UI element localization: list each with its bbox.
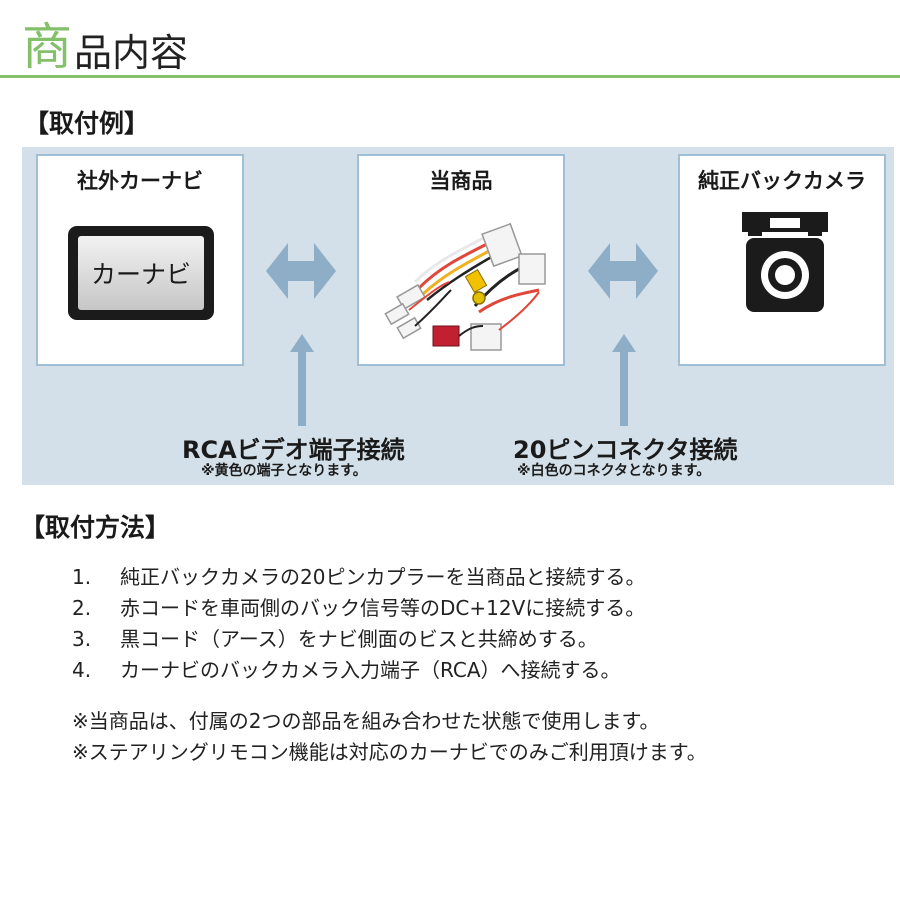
step-text: カーナビのバックカメラ入力端子（RCA）へ接続する。	[120, 658, 621, 682]
installation-example-heading: 【取付例】	[24, 109, 150, 138]
rca-connection-note: ※黄色の端子となります。	[201, 463, 367, 479]
steering-remote-note: ※ステアリングリモコン機能は対応のカーナビでのみご利用頂けます。	[72, 740, 707, 764]
title-divider	[0, 75, 900, 78]
car-navi-icon: カーナビ	[68, 226, 214, 320]
list-item: 4. カーナビのバックカメラ入力端子（RCA）へ接続する。	[72, 655, 645, 686]
page-title-rest: 品内容	[74, 31, 189, 75]
usage-note: ※当商品は、付属の2つの部品を組み合わせた状態で使用します。	[72, 709, 660, 733]
up-arrow-icon	[290, 334, 314, 426]
page-title: 商 品内容	[22, 16, 188, 72]
step-number: 4.	[72, 658, 92, 682]
rca-connection-label: RCAビデオ端子接続	[182, 436, 405, 464]
step-number: 3.	[72, 627, 92, 651]
list-item: 2. 赤コードを車両側のバック信号等のDC+12Vに接続する。	[72, 593, 645, 624]
installation-steps-list: 1. 純正バックカメラの20ピンカプラーを当商品と接続する。 2. 赤コードを車…	[72, 562, 645, 686]
navi-screen-text: カーナビ	[78, 236, 204, 310]
product-box: 当商品	[357, 154, 565, 366]
aftermarket-navi-box: 社外カーナビ カーナビ	[36, 154, 244, 366]
navi-box-label: 社外カーナビ	[77, 169, 203, 193]
genuine-back-camera-box: 純正バックカメラ	[678, 154, 886, 366]
step-text: 赤コードを車両側のバック信号等のDC+12Vに接続する。	[120, 596, 646, 620]
list-item: 1. 純正バックカメラの20ピンカプラーを当商品と接続する。	[72, 562, 645, 593]
back-camera-icon	[742, 212, 828, 312]
wire-harness-image	[384, 222, 546, 351]
list-item: 3. 黒コード（アース）をナビ側面のビスと共締めする。	[72, 624, 645, 655]
product-box-label: 当商品	[429, 169, 493, 193]
bidirectional-arrow-icon	[266, 243, 336, 299]
camera-box-label: 純正バックカメラ	[698, 169, 866, 193]
page-title-first-char: 商	[22, 18, 72, 76]
step-text: 純正バックカメラの20ピンカプラーを当商品と接続する。	[120, 565, 646, 589]
notes-block: ※当商品は、付属の2つの部品を組み合わせた状態で使用します。 ※ステアリングリモ…	[72, 706, 707, 768]
step-number: 2.	[72, 596, 92, 620]
step-number: 1.	[72, 565, 92, 589]
installation-method-heading: 【取付方法】	[20, 513, 171, 542]
pin-connection-label: 20ピンコネクタ接続	[513, 436, 738, 464]
step-text: 黒コード（アース）をナビ側面のビスと共締めする。	[120, 627, 598, 651]
bidirectional-arrow-icon	[588, 243, 658, 299]
pin-connection-note: ※白色のコネクタとなります。	[517, 463, 711, 479]
up-arrow-icon	[612, 334, 636, 426]
